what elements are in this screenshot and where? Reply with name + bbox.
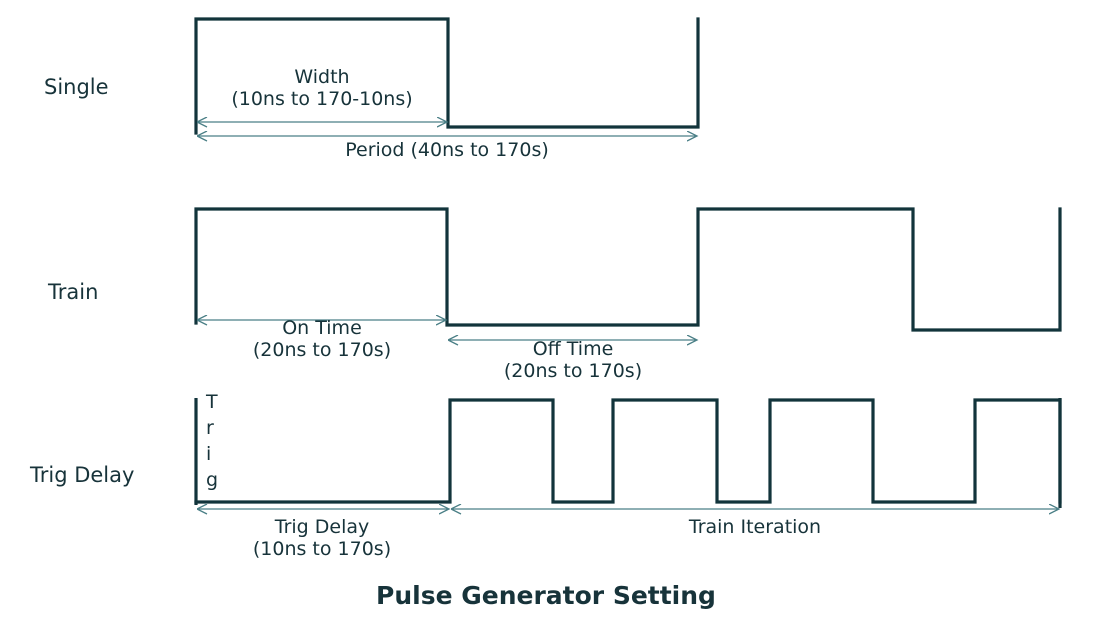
dimension-label-trig-delay-range: (10ns to 170s)	[252, 538, 392, 561]
dimension-label-width-range: (10ns to 170-10ns)	[231, 88, 413, 111]
trig-marker-label: T r i g	[206, 393, 218, 497]
trig-letter-g: g	[206, 469, 219, 491]
dimension-label-on-time: On Time (20ns to 170s)	[196, 317, 448, 362]
waveform-trig-delay	[194, 398, 1062, 508]
dimension-label-trig-delay: Trig Delay (10ns to 170s)	[196, 516, 448, 561]
trig-letter-i: i	[206, 443, 212, 465]
trig-letter-r: r	[206, 417, 214, 439]
waveform-single	[194, 17, 700, 135]
dimension-label-off-time-name: Off Time	[532, 338, 614, 360]
dimension-label-trig-delay-name: Trig Delay	[274, 516, 370, 538]
dimension-label-width-name: Width	[294, 66, 350, 88]
row-label-train: Train	[48, 280, 99, 304]
dimension-label-train-iteration: Train Iteration	[629, 516, 881, 538]
row-label-single: Single	[44, 75, 109, 99]
dimension-label-train-iteration-name: Train Iteration	[688, 516, 822, 538]
dimension-label-off-time: Off Time (20ns to 170s)	[447, 338, 699, 383]
trig-letter-t: T	[206, 391, 218, 413]
dimension-label-width: Width (10ns to 170-10ns)	[196, 66, 448, 111]
dimension-label-period-name: Period (40ns to 170s)	[345, 139, 549, 161]
dimension-label-on-time-range: (20ns to 170s)	[252, 339, 392, 362]
dimension-label-on-time-name: On Time	[282, 317, 362, 339]
diagram-title: Pulse Generator Setting	[376, 581, 716, 610]
row-label-trig-delay: Trig Delay	[30, 463, 135, 487]
waveform-train	[194, 207, 1062, 332]
dimension-label-off-time-range: (20ns to 170s)	[503, 360, 643, 383]
dimension-label-period: Period (40ns to 170s)	[321, 139, 573, 161]
